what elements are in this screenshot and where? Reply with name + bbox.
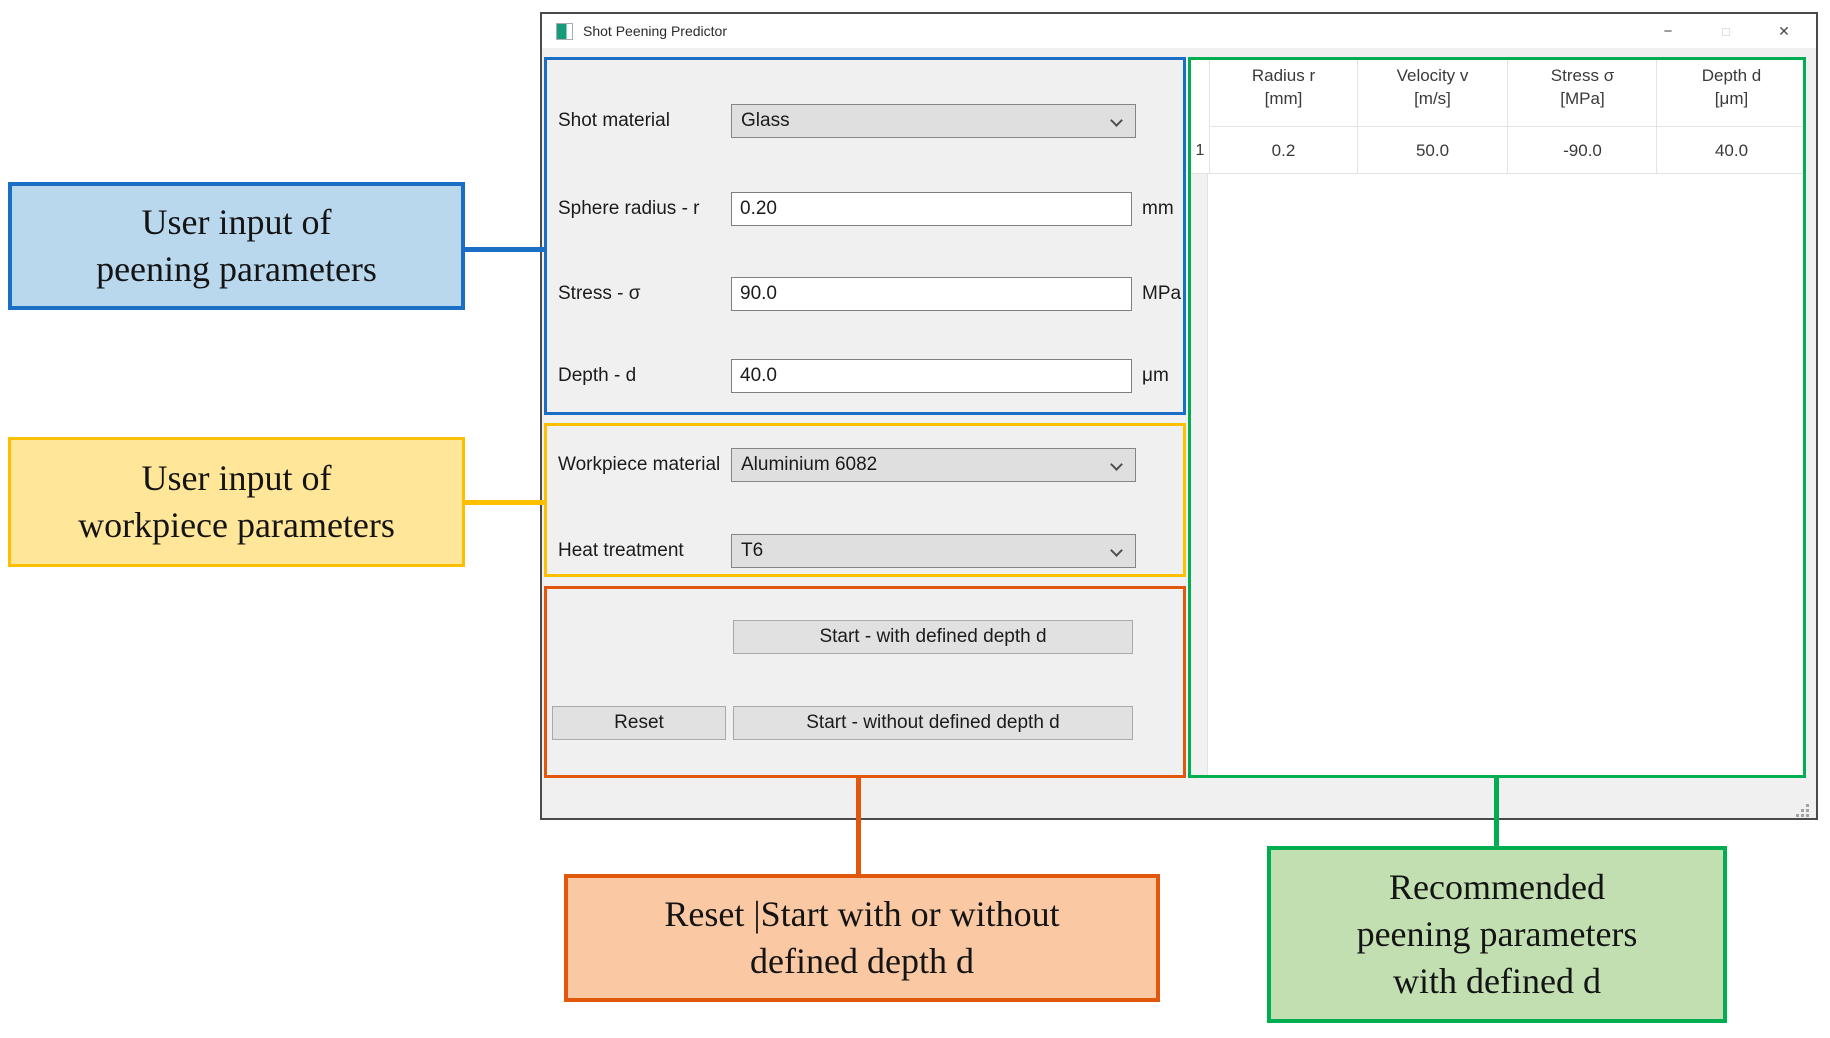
- table-header-line: [1209, 126, 1803, 127]
- workpiece-params-callout: User input of workpiece parameters: [8, 437, 465, 567]
- depth-input[interactable]: [731, 359, 1132, 393]
- buttons-frame: [544, 586, 1186, 778]
- column-header-radius: Radius r [mm]: [1209, 64, 1358, 110]
- callout-line: peening parameters: [96, 249, 377, 289]
- table-gridline: [1209, 60, 1210, 173]
- callout-line: User input of: [141, 202, 332, 242]
- window-controls: − □ ✕: [1639, 14, 1813, 48]
- column-unit: [m/s]: [1414, 89, 1451, 108]
- depth-unit-label: μm: [1142, 365, 1169, 386]
- column-title: Depth d: [1701, 66, 1762, 85]
- yellow-connector: [465, 500, 544, 505]
- depth-label: Depth - d: [558, 365, 637, 386]
- callout-line: Recommended: [1389, 867, 1605, 907]
- blue-connector: [465, 247, 544, 252]
- recommended-params-callout: Recommended peening parameters with defi…: [1267, 846, 1727, 1023]
- peening-params-frame: [544, 57, 1186, 415]
- peening-params-callout: User input of peening parameters: [8, 182, 465, 310]
- stress-input[interactable]: [731, 277, 1132, 311]
- reset-start-callout: Reset |Start with or without defined dep…: [564, 874, 1160, 1002]
- window-title: Shot Peening Predictor: [583, 23, 727, 39]
- column-header-velocity: Velocity v [m/s]: [1358, 64, 1507, 110]
- table-cell-stress[interactable]: -90.0: [1563, 141, 1602, 160]
- table-cell-velocity[interactable]: 50.0: [1415, 141, 1450, 160]
- minimize-icon[interactable]: −: [1663, 22, 1673, 40]
- reset-button[interactable]: Reset: [552, 706, 726, 740]
- table-cell-depth[interactable]: 40.0: [1714, 141, 1749, 160]
- close-icon[interactable]: ✕: [1778, 22, 1790, 39]
- results-frame: [1188, 57, 1806, 778]
- table-gridline: [1357, 60, 1358, 173]
- radius-unit-label: mm: [1142, 198, 1174, 219]
- column-unit: [mm]: [1264, 89, 1303, 108]
- stress-label: Stress - σ: [558, 283, 641, 304]
- column-header-stress: Stress σ [MPa]: [1508, 64, 1657, 110]
- sphere-radius-label: Sphere radius - r: [558, 198, 700, 219]
- table-gridline: [1656, 60, 1657, 173]
- heat-treatment-value: T6: [741, 540, 764, 561]
- table-cell-radius[interactable]: 0.2: [1271, 141, 1296, 160]
- orange-connector: [856, 778, 861, 874]
- column-title: Velocity v: [1396, 66, 1469, 85]
- heat-treatment-label: Heat treatment: [558, 540, 684, 561]
- app-icon: [556, 22, 573, 40]
- shot-material-value: Glass: [741, 110, 790, 131]
- callout-line: with defined d: [1393, 961, 1601, 1001]
- start-with-depth-button[interactable]: Start - with defined depth d: [733, 620, 1133, 654]
- stress-unit-label: MPa: [1142, 283, 1182, 304]
- workpiece-params-frame: [544, 423, 1186, 577]
- green-connector: [1494, 778, 1499, 846]
- titlebar[interactable]: Shot Peening Predictor − □ ✕: [542, 14, 1816, 48]
- workpiece-material-select[interactable]: Aluminium 6082: [731, 448, 1136, 482]
- row-header[interactable]: 1: [1195, 142, 1205, 159]
- callout-line: defined depth d: [750, 941, 974, 981]
- column-header-depth: Depth d [μm]: [1657, 64, 1806, 110]
- column-title: Radius r: [1251, 66, 1316, 85]
- maximize-icon[interactable]: □: [1722, 23, 1730, 39]
- resize-grip[interactable]: [1806, 814, 1809, 817]
- shot-material-select[interactable]: Glass: [731, 104, 1136, 138]
- sphere-radius-input[interactable]: [731, 192, 1132, 226]
- results-table: [1188, 57, 1806, 778]
- shot-material-label: Shot material: [558, 110, 670, 131]
- heat-treatment-select[interactable]: T6: [731, 534, 1136, 568]
- callout-line: workpiece parameters: [78, 505, 395, 545]
- table-gridline: [1507, 60, 1508, 173]
- column-unit: [μm]: [1714, 89, 1749, 108]
- column-unit: [MPa]: [1560, 89, 1605, 108]
- start-without-depth-button[interactable]: Start - without defined depth d: [733, 706, 1133, 740]
- column-title: Stress σ: [1550, 66, 1615, 85]
- table-row-header-gutter: [1191, 174, 1208, 775]
- workpiece-material-label: Workpiece material: [558, 454, 721, 475]
- table-row-line: [1191, 173, 1803, 174]
- callout-line: peening parameters: [1356, 914, 1638, 954]
- callout-line: Reset |Start with or without: [664, 894, 1060, 934]
- workpiece-material-value: Aluminium 6082: [741, 454, 878, 475]
- callout-line: User input of: [141, 458, 332, 498]
